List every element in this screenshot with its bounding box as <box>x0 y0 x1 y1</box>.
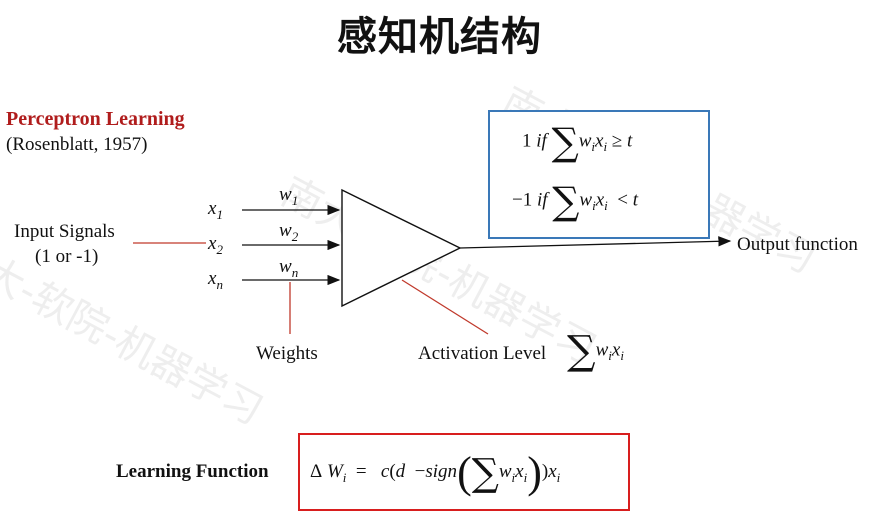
weight-w2: w2 <box>279 220 299 244</box>
reference-citation: (Rosenblatt, 1957) <box>6 134 148 155</box>
activation-sum-expression: ∑wixi <box>567 328 624 374</box>
weights-label: Weights <box>256 343 318 364</box>
learning-function-box <box>298 433 630 511</box>
learning-function-label: Learning Function <box>116 461 269 482</box>
summation-triangle <box>341 188 462 308</box>
output-function-box <box>488 110 710 239</box>
activation-leader-line <box>401 279 489 335</box>
activation-level-label: Activation Level <box>418 343 547 364</box>
learning-function-equation: Δ Wi = c(d −sign(∑wixi))xi <box>310 448 561 497</box>
input-x1: x1 <box>208 198 223 222</box>
output-arrow <box>459 236 732 249</box>
output-rule-positive: 1 if ∑wixi ≥ t <box>522 120 633 164</box>
weight-w1: w1 <box>279 184 299 208</box>
input-range-label: (1 or -1) <box>35 246 99 267</box>
page-title: 感知机结构 <box>337 14 542 60</box>
input-signals-label: Input Signals <box>14 221 115 242</box>
input-x2: x2 <box>208 233 223 257</box>
output-function-label: Output function <box>737 234 858 255</box>
weight-wn: wn <box>279 256 299 280</box>
output-rule-negative: −1 if ∑wixi < t <box>512 179 639 223</box>
input-xn: xn <box>208 268 223 292</box>
reference-name: Perceptron Learning <box>6 108 185 130</box>
